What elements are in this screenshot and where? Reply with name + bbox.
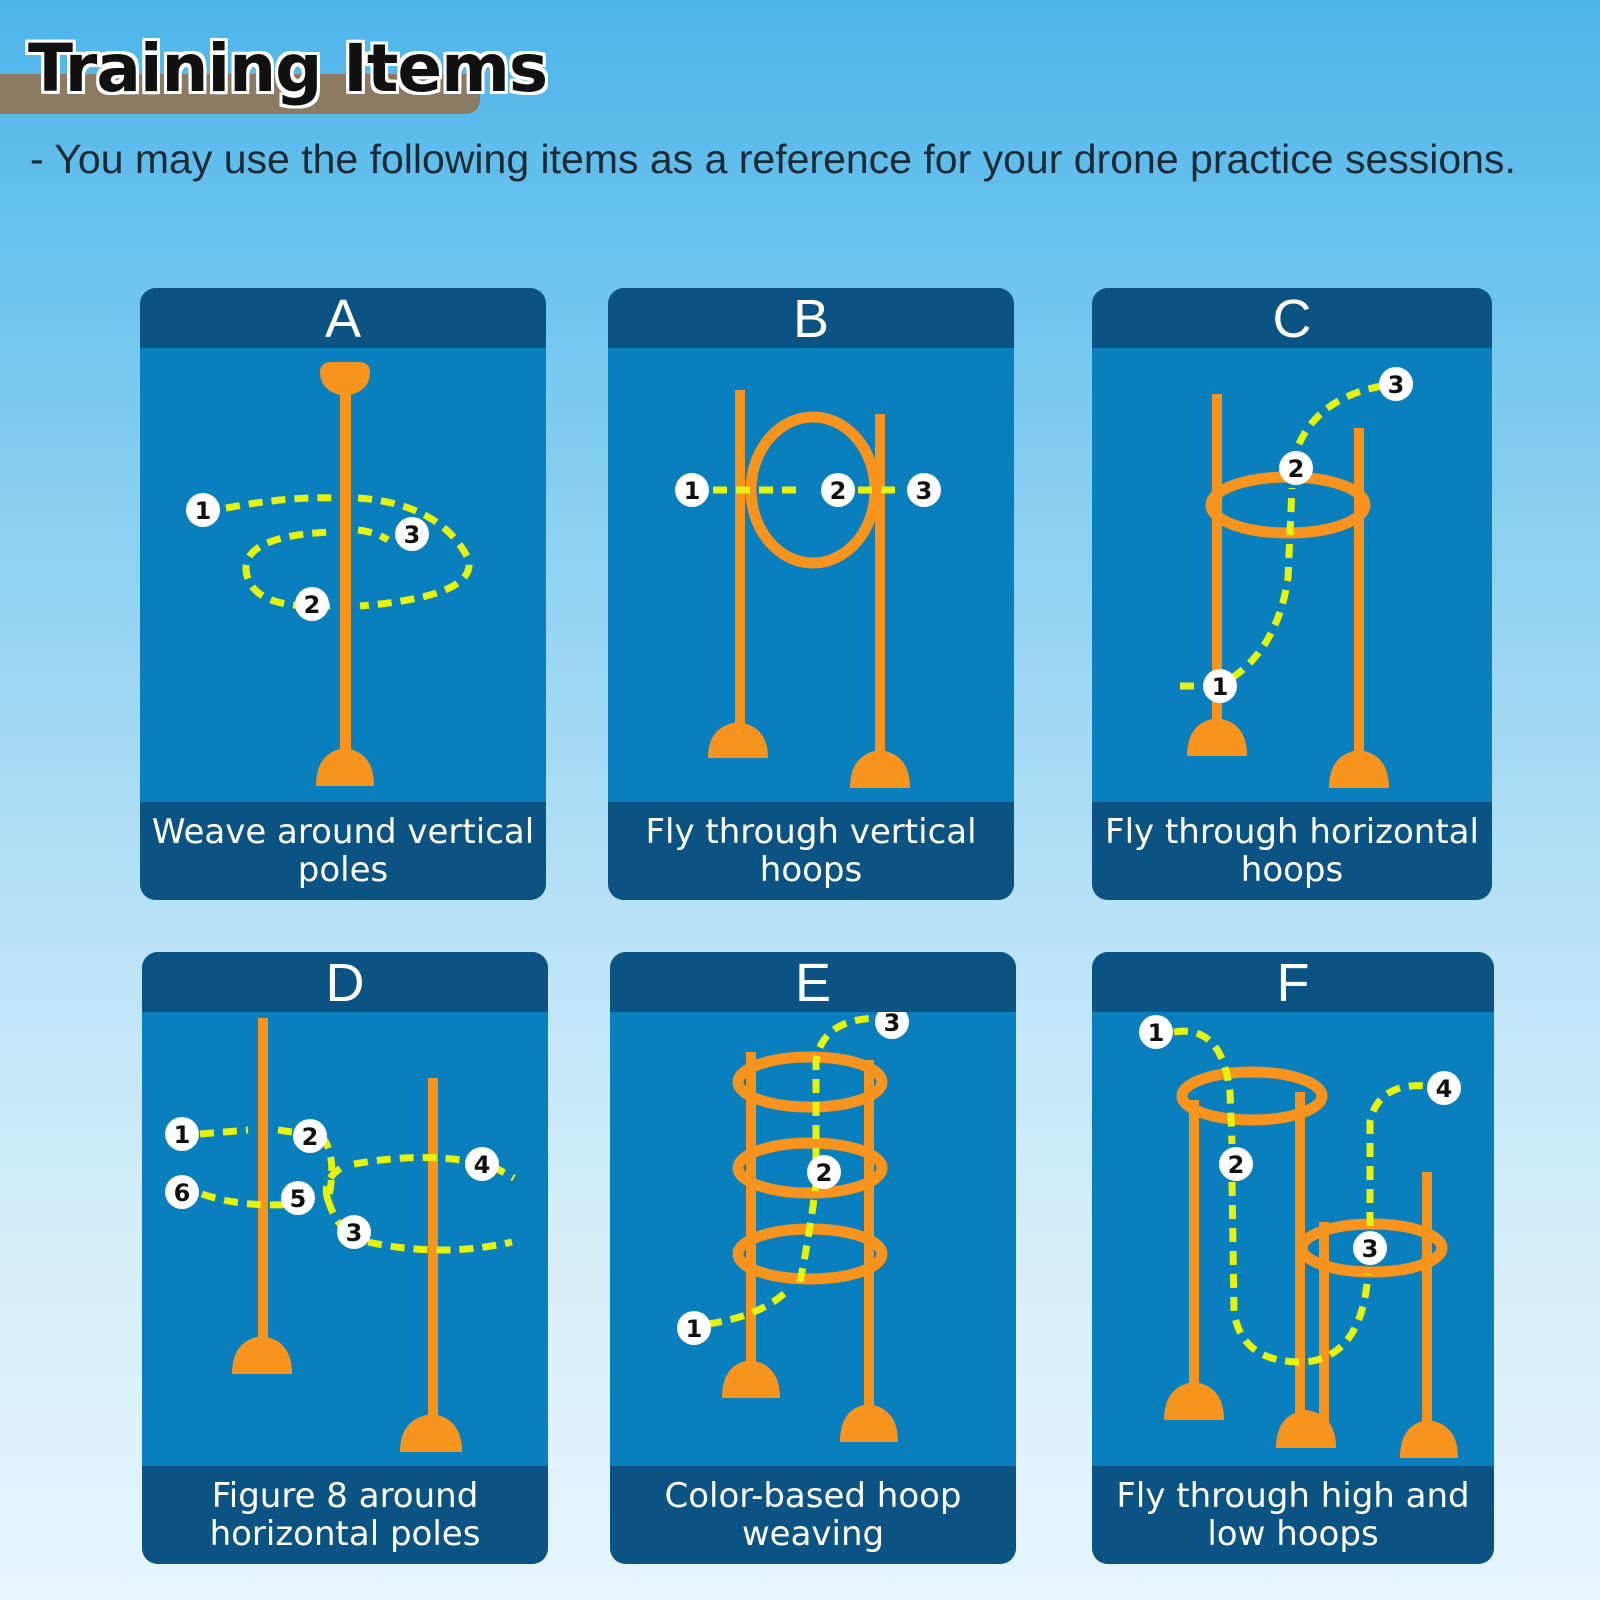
step-marker-2: 2 (293, 1119, 327, 1153)
step-marker-4: 4 (1427, 1071, 1461, 1105)
step-marker-1: 1 (1203, 669, 1237, 703)
card-caption: Figure 8 around horizontal poles (142, 1466, 548, 1564)
svg-text:2: 2 (830, 477, 847, 505)
page-title: Training Items (28, 30, 548, 107)
step-marker-1: 1 (186, 493, 220, 527)
svg-text:1: 1 (686, 1315, 703, 1343)
hoop-stands (1164, 1066, 1458, 1458)
step-marker-2: 2 (295, 587, 329, 621)
step-marker-3: 3 (1353, 1231, 1387, 1265)
step-marker-2: 2 (821, 473, 855, 507)
card-d: D 1 2 4 6 5 3 Figure 8 around horiz (142, 952, 548, 1564)
card-caption: Fly through horizontal hoops (1092, 802, 1492, 900)
svg-text:3: 3 (1362, 1235, 1379, 1263)
title-underline (0, 74, 480, 114)
card-letter: B (608, 288, 1014, 349)
svg-text:2: 2 (816, 1159, 833, 1187)
card-caption: Fly through high and low hoops (1092, 1466, 1494, 1564)
flight-path (1180, 382, 1383, 690)
svg-text:4: 4 (474, 1151, 491, 1179)
step-markers: 3 2 1 (1203, 367, 1413, 703)
flight-path (707, 1014, 881, 1328)
svg-text:3: 3 (404, 521, 421, 549)
card-f: F 1 4 2 3 Fly through high and low hoops (1092, 952, 1494, 1564)
svg-text:4: 4 (1436, 1075, 1453, 1103)
flight-path (1173, 1027, 1429, 1366)
svg-text:1: 1 (684, 477, 701, 505)
hoop-stand (708, 390, 910, 788)
card-letter: C (1092, 288, 1492, 349)
svg-text:1: 1 (174, 1121, 191, 1149)
step-marker-2: 2 (807, 1155, 841, 1189)
pole (316, 362, 374, 786)
step-marker-4: 4 (465, 1147, 499, 1181)
svg-text:1: 1 (1148, 1019, 1165, 1047)
step-marker-5: 5 (281, 1181, 315, 1215)
poles (232, 1018, 462, 1452)
diagram-weave-poles: 1 3 2 (186, 362, 473, 786)
card-a: A 1 3 2 Weave around vertical poles (140, 288, 546, 900)
step-marker-6: 6 (165, 1175, 199, 1209)
step-marker-3: 3 (875, 1012, 909, 1039)
step-marker-3: 3 (907, 473, 941, 507)
step-markers: 1 2 4 6 5 3 (165, 1117, 499, 1249)
svg-text:5: 5 (290, 1185, 307, 1213)
svg-text:2: 2 (1228, 1151, 1245, 1179)
card-caption: Weave around vertical poles (140, 802, 546, 900)
step-marker-3: 3 (395, 517, 429, 551)
diagram-horizontal-hoops: 3 2 1 (1180, 367, 1413, 788)
step-marker-1: 1 (1139, 1015, 1173, 1049)
svg-text:3: 3 (346, 1219, 363, 1247)
svg-text:1: 1 (1212, 673, 1229, 701)
step-marker-3: 3 (1379, 367, 1413, 401)
step-marker-2: 2 (1279, 451, 1313, 485)
step-markers: 1 4 2 3 (1139, 1015, 1461, 1265)
card-caption: Fly through vertical hoops (608, 802, 1014, 900)
card-c: C 3 2 1 Fly through horizontal hoops (1092, 288, 1492, 900)
step-markers: 1 2 3 (675, 473, 941, 507)
hoop-stand (1187, 394, 1389, 788)
diagram-figure-8-poles: 1 2 4 6 5 3 (165, 1018, 516, 1452)
svg-text:6: 6 (174, 1179, 191, 1207)
card-letter: E (610, 952, 1016, 1013)
step-marker-2: 2 (1219, 1147, 1253, 1181)
step-marker-1: 1 (165, 1117, 199, 1151)
diagram-high-low-hoops: 1 4 2 3 (1139, 1015, 1461, 1458)
card-e: E 3 2 1 Color-based hoop weaving (610, 952, 1016, 1564)
step-markers: 1 3 2 (186, 493, 429, 621)
card-letter: F (1092, 952, 1494, 1013)
hoop-stack (722, 1051, 898, 1442)
flight-path (225, 494, 473, 610)
svg-text:1: 1 (195, 497, 212, 525)
step-marker-1: 1 (677, 1311, 711, 1345)
svg-text:3: 3 (1388, 371, 1405, 399)
svg-text:2: 2 (302, 1123, 319, 1151)
svg-text:3: 3 (916, 477, 933, 505)
step-markers: 3 2 1 (677, 1012, 909, 1345)
card-letter: D (142, 952, 548, 1013)
svg-text:3: 3 (884, 1012, 901, 1037)
svg-text:2: 2 (1288, 455, 1305, 483)
card-letter: A (140, 288, 546, 349)
diagram-vertical-hoops: 1 2 3 (675, 390, 941, 788)
card-caption: Color-based hoop weaving (610, 1466, 1016, 1564)
step-marker-1: 1 (675, 473, 709, 507)
diagram-color-hoop-weaving: 3 2 1 (677, 1012, 909, 1442)
card-b: B 1 2 3 Fly through vertical hoops (608, 288, 1014, 900)
page-subtitle: - You may use the following items as a r… (30, 136, 1516, 182)
step-marker-3: 3 (337, 1215, 371, 1249)
svg-text:2: 2 (304, 591, 321, 619)
